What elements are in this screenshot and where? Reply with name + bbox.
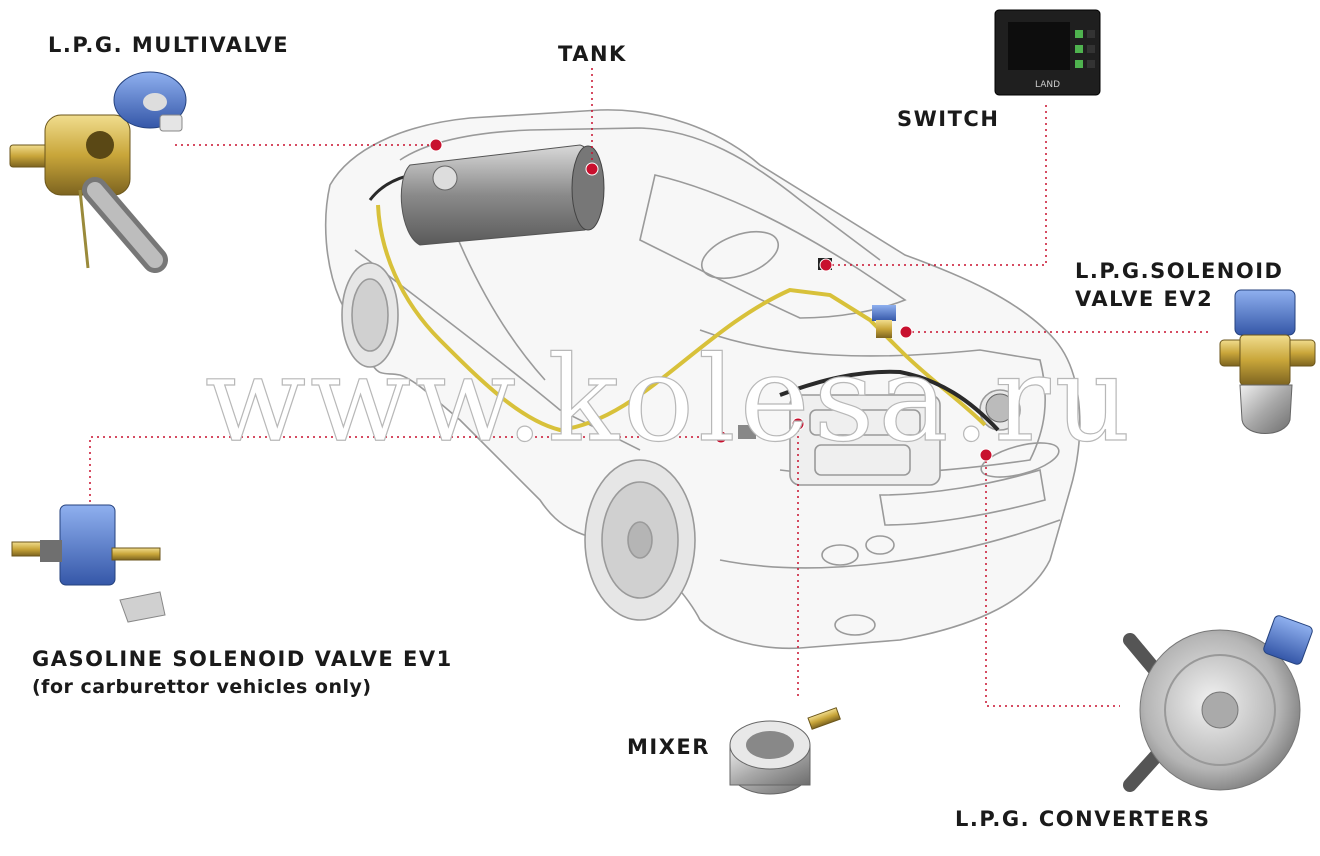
converter-image [1123, 615, 1313, 792]
switch-image [994, 9, 1101, 96]
label-ev1-line1: GASOLINE SOLENOID VALVE EV1 [32, 647, 453, 671]
in-car-components [738, 258, 1015, 439]
in-car-ev2 [872, 305, 896, 321]
marker-dots [429, 138, 993, 462]
multivalve-image [9, 71, 187, 273]
car-foglight-lower [834, 614, 876, 636]
dot-ev1 [714, 430, 728, 444]
dot-ev2 [899, 325, 913, 339]
label-ev2-line1: L.P.G.SOLENOID [1075, 259, 1284, 283]
label-converters: L.P.G. CONVERTERS [955, 807, 1211, 831]
label-ev1-line2: (for carburettor vehicles only) [32, 676, 372, 698]
leader-lines [89, 68, 1210, 707]
label-mixer: MIXER [627, 735, 710, 759]
car-foglight-left [821, 544, 859, 566]
car-bumper [719, 519, 1061, 569]
dot-mixer [791, 417, 805, 431]
in-car-ev1 [738, 425, 756, 439]
dot-tank [585, 162, 599, 176]
dot-converters [979, 448, 993, 462]
dot-switch [819, 258, 833, 272]
lpg-pipe-yellow [376, 204, 987, 433]
lpg-pipe-black [779, 369, 1000, 432]
leader-switch [826, 105, 1047, 266]
label-switch: SWITCH [897, 107, 1000, 131]
watermark: www.kolesa.ru [204, 329, 1135, 468]
mixer-image [729, 707, 841, 795]
ev1-image [11, 504, 166, 623]
label-tank: TANK [558, 42, 627, 66]
label-ev2-line2: VALVE EV2 [1075, 287, 1214, 311]
car-grille [879, 468, 1046, 526]
car-body-outline [324, 109, 1081, 650]
car-foglight-right [865, 535, 895, 555]
switch-brand-text: LAND [1035, 80, 1061, 90]
steering-wheel [700, 230, 780, 280]
car-illustration [324, 109, 1081, 650]
ev2-image [1219, 289, 1316, 434]
label-multivalve: L.P.G. MULTIVALVE [48, 33, 290, 57]
car-headlight [980, 442, 1060, 478]
in-car-converter [985, 393, 1015, 423]
dot-multivalve [429, 138, 443, 152]
